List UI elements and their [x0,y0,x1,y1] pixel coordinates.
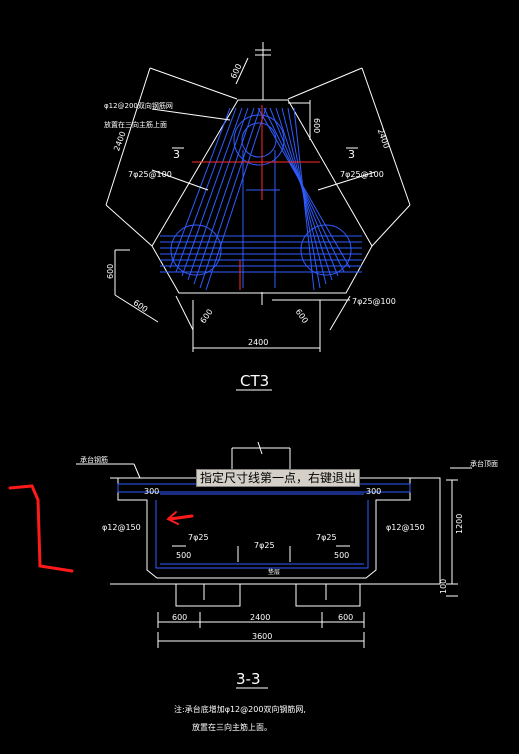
stirrup-right: φ12@150 [386,523,425,532]
section-labels: 承台钢筋 承台顶面 300 300 φ12@150 φ12@150 7φ25 7… [80,455,498,732]
cover-right: 300 [366,487,381,496]
dim-2400-bottom: 2400 [248,338,268,347]
axis-lines [192,105,320,290]
d500-right: 500 [334,551,349,560]
bar-a: 7φ25 [188,533,209,542]
plan-dimensions [105,57,411,391]
section-mark-left: 3 [173,148,180,161]
red-annotation [8,484,194,573]
rebar-fans [160,107,362,291]
label-right-top: 承台顶面 [470,459,498,468]
base-dim: 100 [439,579,448,594]
label-left-top: 承台钢筋 [80,455,108,464]
cover-left: 300 [144,487,159,496]
height-dim: 1200 [455,514,464,534]
section-rebar [117,483,411,569]
stirrup-left: φ12@150 [102,523,141,532]
bottom-mark: 垫层 [268,568,280,576]
dim-2400-left: 2400 [112,130,127,152]
d600-right: 600 [338,613,353,622]
plan-labels: 600 600 2400 2400 600 600 600 600 2400 φ… [104,62,396,390]
footnote-line2: 放置在三向主筋上面。 [192,722,272,732]
bar-b: 7φ25 [254,541,275,550]
dim-600-bottom-left: 600 [132,298,150,314]
d3600: 3600 [252,632,272,641]
dim-600-bottom-right: 600 [294,307,310,325]
dim-2400-right: 2400 [376,127,391,149]
section-mark-right: 3 [348,148,355,161]
d600-left: 600 [172,613,187,622]
rebar-note-bottom: 7φ25@100 [352,297,396,306]
mesh-note-line2: 放置在三向主筋上面 [104,120,167,129]
mesh-note-line1: φ12@200双向钢筋网 [104,101,173,110]
dim-600-bottom-center: 600 [198,307,214,325]
dim-600-left-vert: 600 [106,264,115,279]
d2400: 2400 [250,613,270,622]
plan-title: CT3 [240,372,269,390]
rebar-note-right: 7φ25@100 [340,170,384,179]
dim-600-right-small: 600 [312,118,321,133]
footnote-line1: 注:承台底增加φ12@200双向钢筋网, [174,704,306,714]
section-view [76,441,472,689]
rebar-note-left: 7φ25@100 [128,170,172,179]
section-title: 3-3 [236,670,261,688]
command-tooltip: 指定尺寸线第一点，右键退出 [196,469,360,487]
bar-c: 7φ25 [316,533,337,542]
d500-left: 500 [176,551,191,560]
